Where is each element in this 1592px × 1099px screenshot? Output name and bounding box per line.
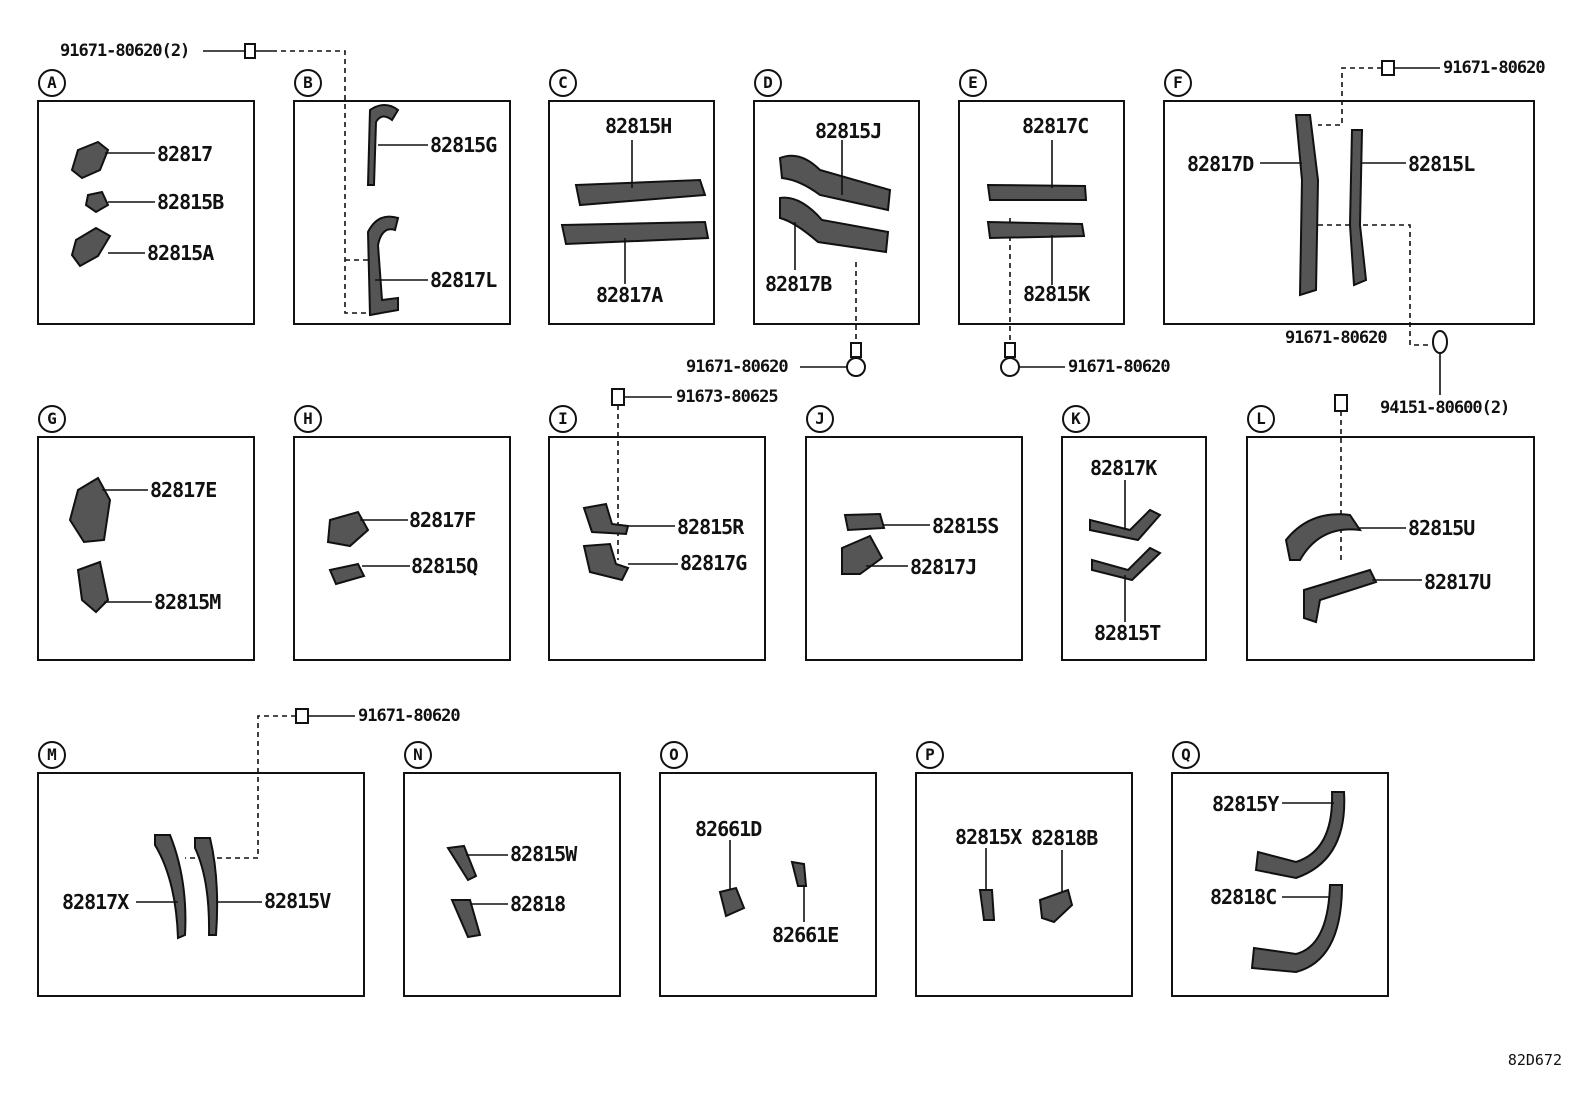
group-c-box [548,100,715,325]
part-label: 82661D [695,817,762,841]
bolt-icon [846,342,866,377]
group-letter-d: D [754,69,782,97]
part-label: 82815Y [1212,792,1279,816]
part-label: 82815J [815,119,882,143]
part-label: 82818C [1210,885,1277,909]
part-label: 82815K [1023,282,1090,306]
group-letter-m: M [38,741,66,769]
bolt-icon [1381,60,1395,76]
group-letter-p: P [916,741,944,769]
part-label: 82815B [157,190,224,214]
part-label: 82661E [772,923,839,947]
part-label: 82817J [910,555,977,579]
part-label: 82815G [430,133,497,157]
fastener-label: 91673-80625 [676,387,779,407]
part-label: 82815W [510,842,577,866]
group-letter-o: O [660,741,688,769]
fastener-label: 91671-80620 [1443,58,1546,78]
group-l-box [1246,436,1535,661]
group-letter-i: I [549,405,577,433]
bolt-icon [244,43,272,59]
bolt-icon [611,388,625,406]
part-label: 82815T [1094,621,1161,645]
group-h-box [293,436,511,661]
part-label: 82815M [154,590,221,614]
group-letter-h: H [294,405,322,433]
group-letter-n: N [404,741,432,769]
group-letter-j: J [806,405,834,433]
group-letter-f: F [1164,69,1192,97]
group-a-box [37,100,255,325]
part-label: 82817A [596,283,663,307]
part-label: 82815X [955,825,1022,849]
group-letter-g: G [38,405,66,433]
group-letter-a: A [38,69,66,97]
bolt-icon [1334,394,1348,412]
group-letter-c: C [549,69,577,97]
group-f-box [1163,100,1535,325]
fastener-label: 91671-80620 [1068,357,1171,377]
group-letter-q: Q [1172,741,1200,769]
part-label: 82817G [680,551,747,575]
part-label: 82815L [1408,152,1475,176]
part-label: 82815R [677,515,744,539]
group-p-box [915,772,1133,997]
fastener-label: 91671-80620 [686,357,789,377]
group-o-box [659,772,877,997]
part-label: 82818B [1031,826,1098,850]
part-label: 82815U [1408,516,1475,540]
group-letter-b: B [294,69,322,97]
fastener-label: 91671-80620(2) [60,41,190,61]
bolt-icon [1000,342,1020,377]
part-label: 82818 [510,892,566,916]
group-i-box [548,436,766,661]
clip-icon [1432,330,1448,354]
group-j-box [805,436,1023,661]
part-label: 82817E [150,478,217,502]
group-letter-k: K [1062,405,1090,433]
part-label: 82817C [1022,114,1089,138]
part-label: 82815S [932,514,999,538]
group-m-box [37,772,365,997]
bolt-icon [295,708,309,724]
group-g-box [37,436,255,661]
part-label: 82815V [264,889,331,913]
fastener-label: 91671-80620 [1285,328,1388,348]
group-q-box [1171,772,1389,997]
part-label: 82815A [147,241,214,265]
group-letter-l: L [1247,405,1275,433]
part-label: 82817D [1187,152,1254,176]
part-label: 82815H [605,114,672,138]
part-label: 82817K [1090,456,1157,480]
part-label: 82817B [765,272,832,296]
diagram-code: 82D672 [1507,1051,1562,1069]
fastener-label: 94151-80600(2) [1380,398,1510,418]
part-label: 82817U [1424,570,1491,594]
part-label: 82815Q [411,554,478,578]
part-label: 82817X [62,890,129,914]
fastener-label: 91671-80620 [358,706,461,726]
group-n-box [403,772,621,997]
group-e-box [958,100,1125,325]
group-letter-e: E [959,69,987,97]
part-label: 82817 [157,142,213,166]
part-label: 82817L [430,268,497,292]
part-label: 82817F [409,508,476,532]
